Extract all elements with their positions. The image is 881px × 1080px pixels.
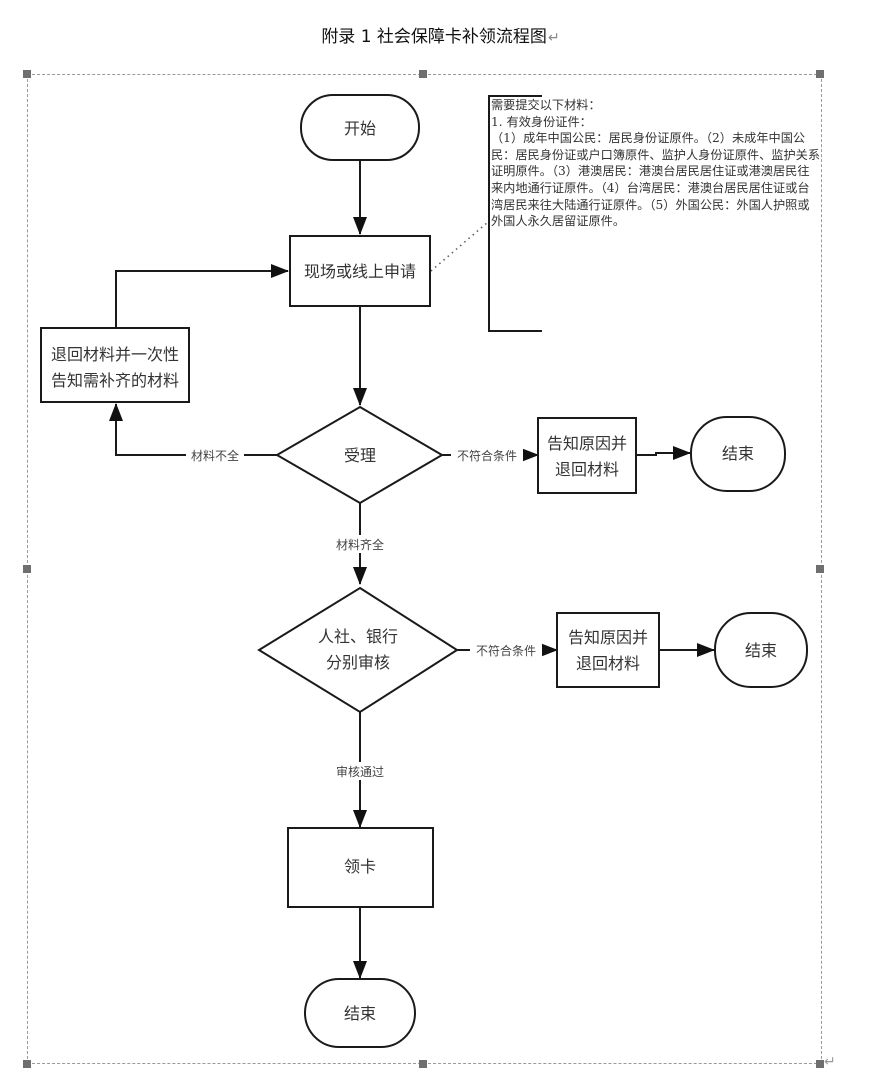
- node-review-label-line1: 人社、银行: [318, 627, 398, 646]
- node-receive-card[interactable]: [287, 827, 434, 908]
- node-reject1-label-line2: 退回材料: [555, 460, 619, 479]
- node-reject2-label-line2: 退回材料: [576, 654, 640, 673]
- edge-label-complete: 材料齐全: [336, 537, 384, 552]
- annotation-connector: [430, 221, 489, 272]
- node-reject2-label-line1: 告知原因并: [568, 628, 648, 647]
- resize-handle-top-right[interactable]: [816, 70, 824, 78]
- note-body: （1）成年中国公民：居民身份证原件。（2）未成年中国公民：居民身份证或户口簿原件…: [491, 131, 821, 229]
- note-heading: 需要提交以下材料：: [491, 98, 601, 112]
- node-return-label-line1: 退回材料并一次性: [51, 345, 179, 364]
- node-apply-label: 现场或线上申请: [304, 262, 416, 281]
- node-reject1[interactable]: [537, 417, 637, 494]
- node-apply[interactable]: [289, 235, 431, 307]
- edge-label-approved: 审核通过: [336, 764, 384, 779]
- node-end1-label: 结束: [722, 444, 754, 463]
- document-title-text: 附录 1 社会保障卡补领流程图: [321, 27, 547, 47]
- node-card-label: 领卡: [344, 857, 376, 876]
- node-return-materials[interactable]: [40, 327, 190, 403]
- node-end3[interactable]: [304, 978, 416, 1048]
- node-accept[interactable]: [275, 405, 444, 505]
- note-item1: 1. 有效身份证件：: [491, 114, 592, 129]
- node-end2[interactable]: [714, 612, 808, 688]
- document-title: 附录 1 社会保障卡补领流程图↵: [0, 22, 881, 47]
- resize-handle-top-center[interactable]: [419, 70, 427, 78]
- node-return-label-line2: 告知需补齐的材料: [51, 371, 179, 390]
- node-reject1-label-line1: 告知原因并: [547, 434, 627, 453]
- node-end3-label: 结束: [344, 1004, 376, 1023]
- edge-label-not-eligible-2: 不符合条件: [476, 643, 536, 658]
- resize-handle-middle-right[interactable]: [816, 565, 824, 573]
- resize-handle-bottom-left[interactable]: [23, 1060, 31, 1068]
- node-start[interactable]: [300, 94, 420, 161]
- node-review[interactable]: [257, 586, 459, 714]
- node-start-label: 开始: [344, 119, 376, 138]
- node-accept-label: 受理: [344, 446, 376, 465]
- resize-handle-bottom-right[interactable]: [816, 1060, 824, 1068]
- materials-note: 需要提交以下材料： 1. 有效身份证件： （1）成年中国公民：居民身份证原件。（…: [491, 97, 821, 230]
- edge-label-incomplete: 材料不全: [191, 448, 239, 463]
- annotation-bracket: [488, 95, 542, 332]
- paragraph-mark-end-icon: ↵: [824, 1054, 836, 1070]
- edge-return-to-apply: [115, 264, 289, 330]
- resize-handle-bottom-center[interactable]: [419, 1060, 427, 1068]
- node-reject2[interactable]: [556, 612, 660, 688]
- resize-handle-top-left[interactable]: [23, 70, 31, 78]
- resize-handle-middle-left[interactable]: [23, 565, 31, 573]
- edge-reject1-to-end1: [636, 446, 691, 460]
- node-review-label-line2: 分别审核: [326, 653, 390, 672]
- node-end1[interactable]: [690, 416, 786, 492]
- edge-label-not-eligible-1: 不符合条件: [457, 448, 517, 463]
- node-end2-label: 结束: [745, 641, 777, 660]
- paragraph-mark-icon: ↵: [547, 30, 560, 46]
